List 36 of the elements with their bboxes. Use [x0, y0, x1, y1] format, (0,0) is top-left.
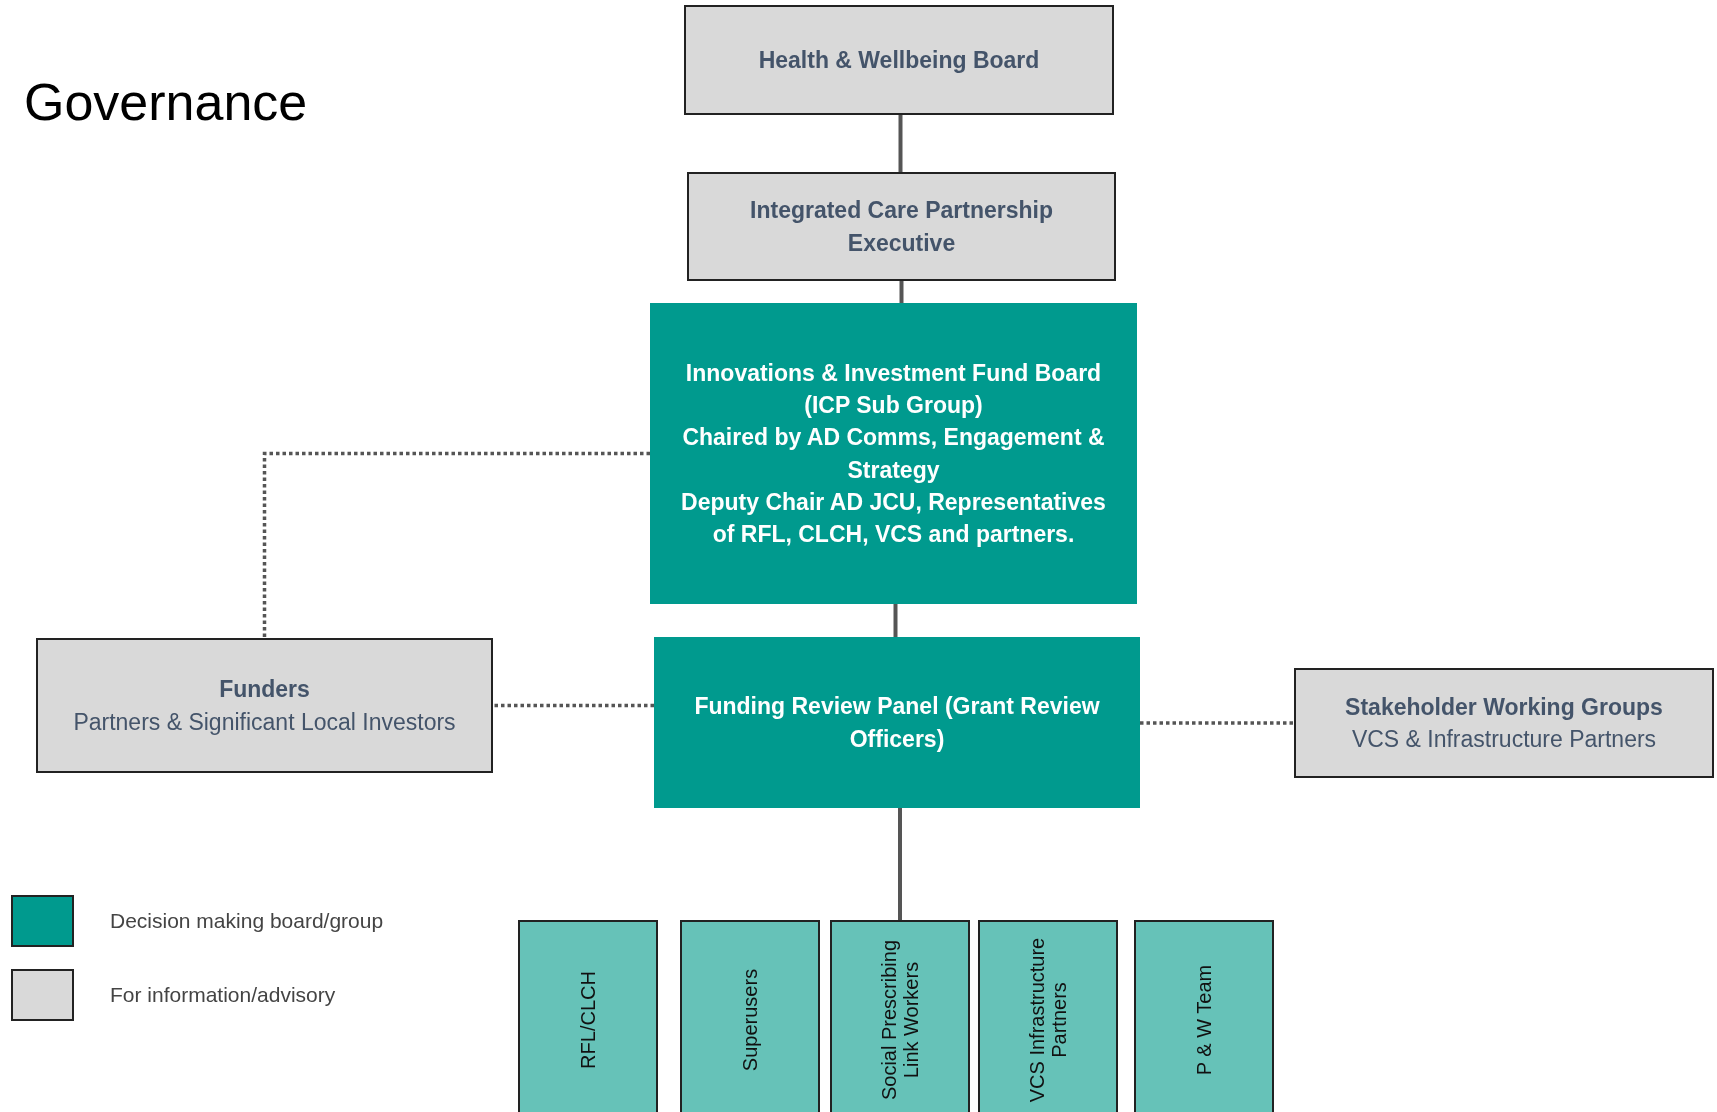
connector-line: [898, 808, 902, 920]
member-box: [830, 920, 970, 1112]
info-box: [36, 638, 493, 773]
vertical-label: P & W Team: [1193, 963, 1215, 1078]
decision-box: [650, 303, 1137, 604]
dotted-connector: [1140, 721, 1294, 725]
connector-line: [898, 115, 903, 172]
info-box: [687, 172, 1116, 281]
legend-label: For information/advisory: [110, 982, 336, 1009]
member-box: [978, 920, 1118, 1112]
legend-label: Decision making board/group: [110, 908, 384, 935]
info-box: [684, 5, 1114, 115]
box-label: Health & Wellbeing Board: [758, 45, 1040, 75]
box-heading: Funders: [219, 675, 310, 705]
dotted-connector: [262, 451, 650, 638]
vertical-label: Superusers: [739, 967, 761, 1074]
box-heading: Stakeholder Working Groups: [1345, 692, 1663, 722]
info-box: [1294, 668, 1714, 778]
box-subtext: VCS & Infrastructure Partners: [1351, 725, 1657, 754]
decision-box: [654, 637, 1140, 808]
member-box: [680, 920, 820, 1112]
connector-line: [899, 281, 904, 303]
member-box: [1134, 920, 1274, 1112]
box-subtext: Partners & Significant Local Investors: [73, 707, 456, 737]
box-label: Deputy Chair AD JCU, Representatives of RFL, CLCH, VCS and partners.: [680, 487, 1107, 549]
vertical-label: RFL/CLCH: [577, 970, 599, 1071]
page-title: Governance: [24, 72, 308, 133]
vertical-label: Social Prescribing Link Workers: [878, 938, 922, 1103]
vertical-label: VCS Infrastructure Partners: [1026, 936, 1070, 1105]
box-label: Chaired by AD Comms, Engagement & Strategy: [681, 423, 1106, 485]
member-box: [518, 920, 658, 1112]
box-label: Integrated Care Partnership Executive: [749, 196, 1054, 258]
box-label: Funding Review Panel (Grant Review Officers): [693, 692, 1101, 754]
dotted-connector: [493, 703, 654, 708]
box-label: Innovations & Investment Fund Board (ICP Sub Group): [684, 358, 1103, 421]
connector-line: [893, 604, 898, 637]
